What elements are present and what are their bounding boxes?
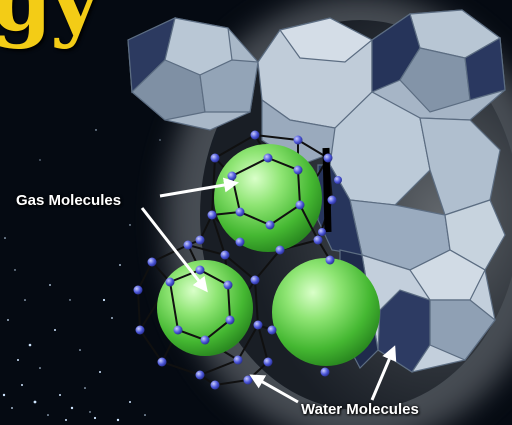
- arrow-gas-upper: [159, 177, 239, 198]
- title-fragment: gy: [0, 0, 100, 51]
- arrow-gas-lower: [140, 207, 208, 293]
- water-molecules-label: Water Molecules: [301, 401, 419, 418]
- star-field: [2, 129, 161, 422]
- label-arrows: [140, 177, 397, 404]
- gas-sphere-lower-right: [272, 258, 380, 366]
- gas-molecules-label: Gas Molecules: [16, 192, 122, 209]
- arrow-water-right: [370, 345, 397, 401]
- arrow-water-left: [249, 374, 299, 404]
- water-nodes: [133, 130, 342, 390]
